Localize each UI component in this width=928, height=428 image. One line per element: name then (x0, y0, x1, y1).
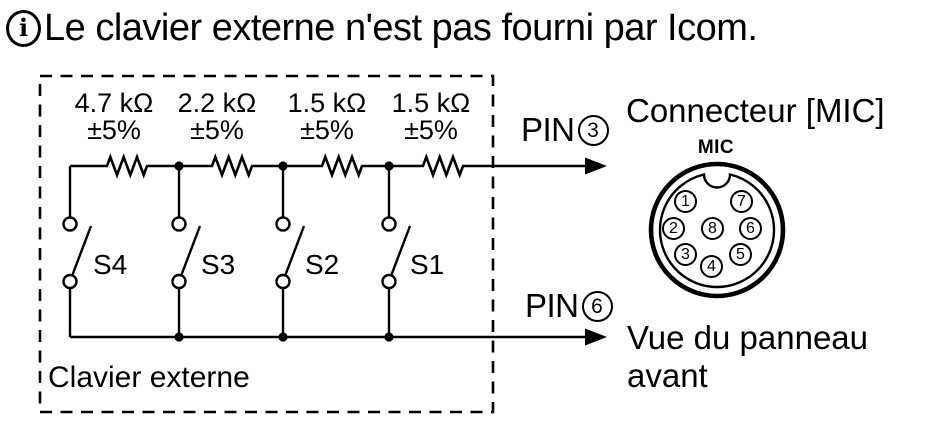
note-text: Le clavier externe n'est pas fourni par … (44, 7, 758, 49)
resistor-chain-wire (70, 153, 587, 179)
resistor-value: 1.5 kΩ (287, 88, 367, 118)
pin-word: PIN (525, 287, 579, 324)
pin3-callout: PIN 3 (521, 111, 609, 149)
resistor-label-2: 2.2 kΩ ±5% (152, 90, 282, 144)
pin6-arrowhead (585, 328, 607, 346)
resistor-value: 4.7 kΩ (74, 88, 154, 118)
resistor-tolerance: ±5% (190, 115, 244, 145)
switch-s3 (171, 166, 202, 337)
resistor-label-1: 4.7 kΩ ±5% (49, 90, 179, 144)
pin-word: PIN (521, 111, 575, 148)
keypad-dashed-border (38, 74, 495, 414)
info-icon: i (6, 10, 41, 47)
connector-pin-8: 8 (701, 217, 724, 240)
connector-pin-2: 2 (662, 217, 685, 240)
note-line: i Le clavier externe n'est pas fourni pa… (6, 7, 758, 50)
switch-label-s2: S2 (305, 249, 340, 280)
pin3-number-circle: 3 (577, 114, 609, 146)
resistor-tolerance: ±5% (300, 115, 354, 145)
connector-pin-6: 6 (739, 217, 762, 240)
resistor-label-3: 1.5 kΩ ±5% (262, 90, 392, 144)
pin3-arrowhead (585, 157, 607, 175)
junction-dots (174, 161, 394, 342)
switch-s1 (381, 166, 412, 337)
resistor-value: 1.5 kΩ (391, 88, 471, 118)
resistor-value: 2.2 kΩ (177, 88, 257, 118)
switch-label-s4: S4 (93, 249, 128, 280)
connector-pin-3: 3 (674, 243, 697, 266)
connector-title: Connecteur [MIC] (626, 92, 885, 129)
mic-jack-label: MIC (697, 137, 735, 158)
resistor-label-4: 1.5 kΩ ±5% (366, 90, 496, 144)
front-panel-caption: Vue du panneau avant (627, 319, 869, 394)
keypad-box-label: Clavier externe (48, 361, 250, 394)
switch-s2 (275, 166, 306, 337)
connector-pin-4: 4 (700, 255, 723, 278)
resistor-tolerance: ±5% (404, 115, 458, 145)
switch-s4 (62, 166, 93, 337)
connector-pin-1: 1 (674, 190, 697, 213)
connector-pin-7: 7 (730, 190, 753, 213)
resistor-tolerance: ±5% (87, 115, 141, 145)
connector-pin-5: 5 (729, 243, 752, 266)
switch-label-s1: S1 (410, 249, 445, 280)
pin6-callout: PIN 6 (525, 287, 613, 325)
switch-label-s3: S3 (201, 249, 236, 280)
pin6-number-circle: 6 (581, 290, 613, 322)
